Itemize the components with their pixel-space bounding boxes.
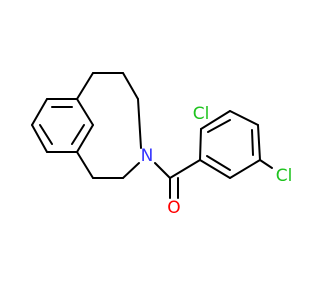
- bond-line: [206, 155, 231, 171]
- molecule-canvas: N O Cl Cl: [31, 72, 293, 218]
- bond-line: [200, 110, 231, 130]
- atom-label-chlorine-top: Cl: [193, 104, 210, 124]
- bond-line: [31, 124, 48, 153]
- bond-group: [31, 72, 273, 199]
- bond-line: [122, 162, 140, 179]
- bond-line: [39, 124, 53, 145]
- bond-line: [251, 129, 254, 156]
- bond-line: [76, 151, 94, 179]
- bond-line: [229, 159, 261, 179]
- atom-label-chlorine-right: Cl: [276, 166, 293, 186]
- bond-line: [154, 162, 171, 179]
- bond-line: [122, 72, 139, 100]
- bond-line: [199, 159, 231, 179]
- bond-line: [76, 124, 94, 153]
- bond-line: [199, 128, 202, 161]
- structure-diagram: N O Cl Cl: [31, 72, 293, 218]
- bond-line: [76, 98, 94, 126]
- bond-line: [137, 98, 142, 149]
- bond-line: [259, 159, 273, 169]
- bond-line: [76, 72, 94, 100]
- bond-line: [169, 159, 201, 179]
- bond-line: [71, 124, 85, 145]
- bond-line: [207, 119, 231, 133]
- atom-label-oxygen: O: [167, 198, 180, 218]
- bond-line: [31, 98, 48, 126]
- atom-label-nitrogen: N: [141, 146, 154, 166]
- bond-line: [229, 110, 259, 126]
- bond-line: [257, 124, 261, 161]
